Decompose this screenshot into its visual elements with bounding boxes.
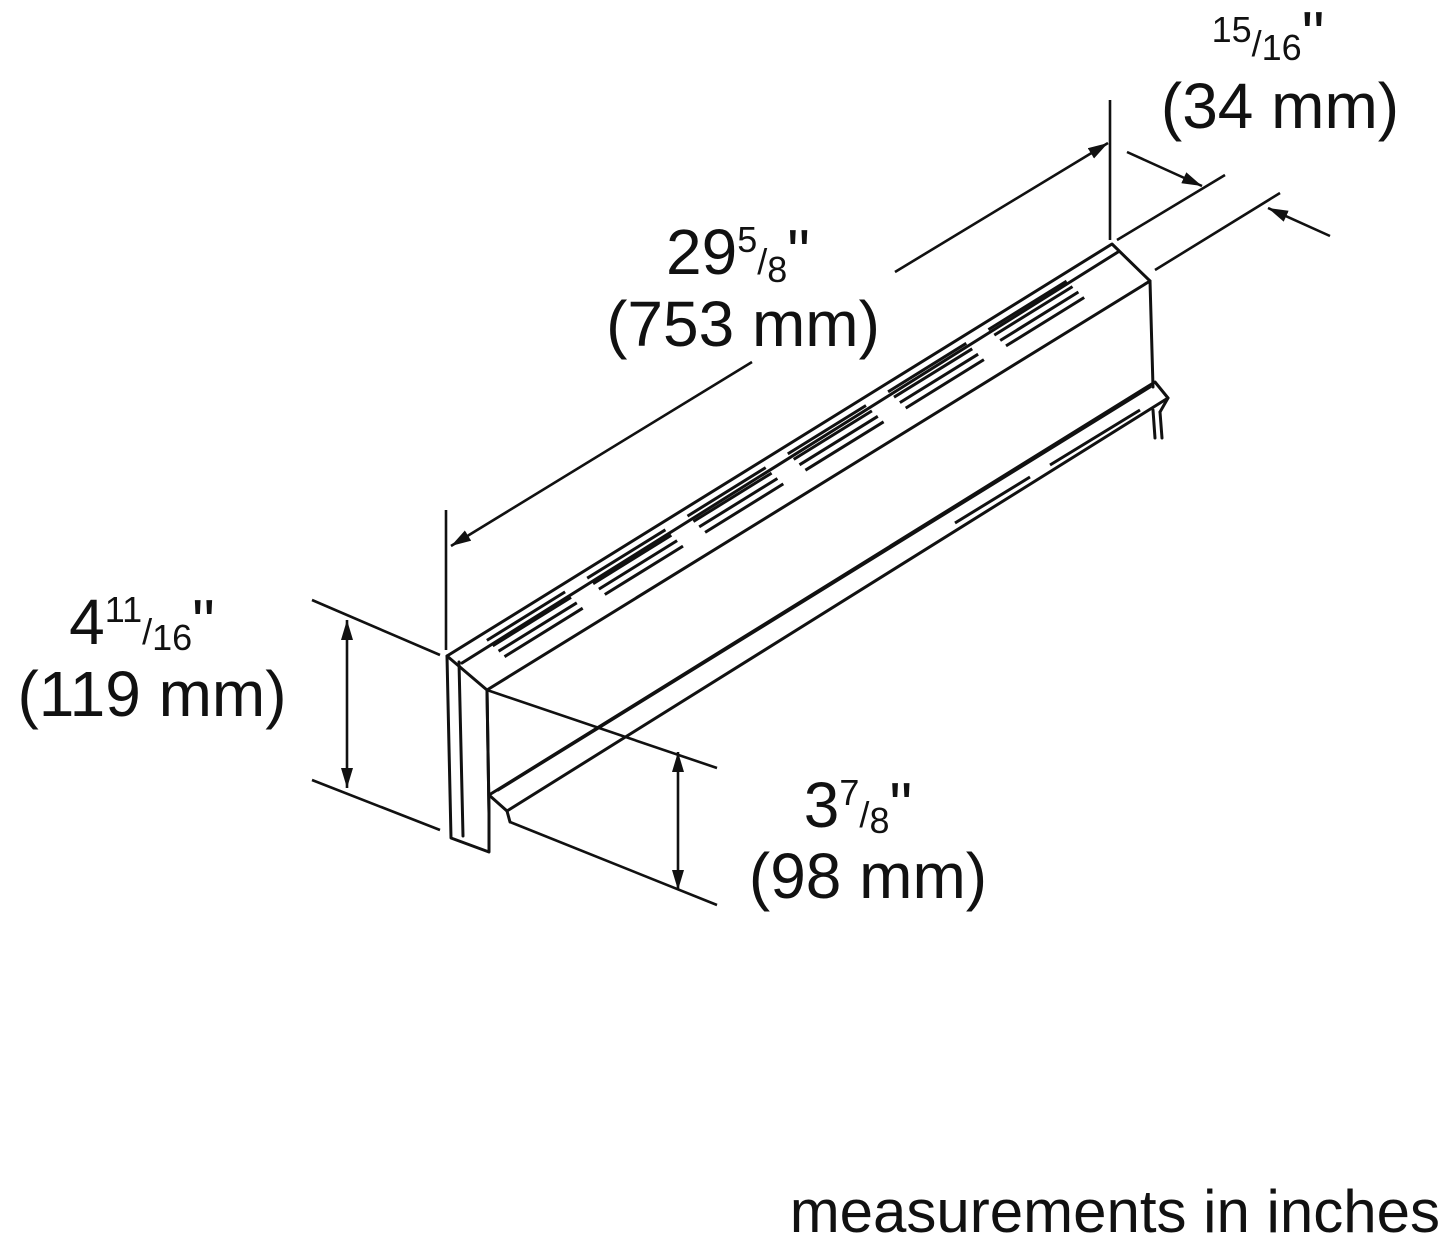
dimension-lines — [341, 141, 1331, 890]
length-dimension-arrow — [894, 141, 1109, 274]
depth-denominator: 16 — [1262, 27, 1302, 68]
vent-panel-drawing — [445, 242, 1170, 854]
overall-height-inch-mark: " — [192, 586, 215, 658]
depth-dimension-arrow — [1126, 150, 1203, 188]
vent-slot — [598, 539, 678, 591]
length-numerator: 5 — [737, 219, 757, 260]
vent-slot — [787, 404, 867, 456]
vent-slot — [698, 477, 779, 529]
overall-height-label: 411/16" (119 mm) — [17, 586, 286, 730]
length-whole: 29 — [666, 216, 737, 288]
vent-slot — [592, 533, 673, 585]
vent-slot — [804, 420, 885, 472]
vent-slot — [486, 590, 566, 642]
vent-slot — [503, 606, 584, 658]
vent-slot — [792, 409, 873, 461]
front-height-inch-mark: " — [889, 769, 912, 841]
length-inch-mark: " — [787, 216, 810, 288]
vent-slot — [887, 342, 968, 394]
depth-metric: (34 mm) — [1161, 70, 1399, 142]
svg-text:15/16": 15/16" — [1212, 0, 1325, 70]
vent-slot — [1005, 296, 1085, 348]
overall-height-denominator: 16 — [152, 617, 192, 658]
vent-slot — [899, 352, 979, 404]
overall-height-numerator: 11 — [105, 589, 142, 630]
depth-label: 15/16" (34 mm) — [1161, 0, 1399, 142]
vent-slot — [987, 279, 1068, 331]
svg-text:411/16": 411/16" — [69, 586, 215, 658]
vent-slot — [692, 471, 773, 523]
overall-height-whole: 4 — [69, 586, 105, 658]
vent-slot — [497, 601, 578, 653]
vent-slot — [798, 415, 879, 467]
measurement-caption: measurements in inches — [790, 1178, 1440, 1240]
front-height-whole: 3 — [804, 769, 840, 841]
vent-slots — [486, 279, 1085, 658]
svg-text:295/8": 295/8" — [666, 216, 810, 290]
depth-numerator: 15 — [1212, 9, 1252, 50]
vent-slot — [586, 528, 667, 580]
front-height-numerator: 7 — [839, 772, 859, 813]
vent-slot — [893, 347, 973, 399]
vent-slot — [999, 290, 1080, 342]
length-metric: (753 mm) — [606, 288, 880, 360]
overall-height-metric: (119 mm) — [17, 658, 286, 730]
front-height-label: 37/8" (98 mm) — [749, 769, 987, 912]
vent-slot — [686, 466, 767, 518]
depth-inch-mark: " — [1302, 0, 1325, 70]
svg-text:37/8": 37/8" — [804, 769, 912, 841]
front-height-denominator: 8 — [869, 800, 889, 841]
front-height-metric: (98 mm) — [749, 840, 987, 912]
vent-slot — [491, 596, 572, 648]
vent-slot — [704, 482, 785, 534]
length-denominator: 8 — [767, 249, 787, 290]
vent-slot — [904, 358, 985, 410]
vent-slot — [993, 285, 1074, 337]
vent-slot — [604, 544, 684, 596]
length-label: 295/8" (753 mm) — [606, 216, 880, 360]
